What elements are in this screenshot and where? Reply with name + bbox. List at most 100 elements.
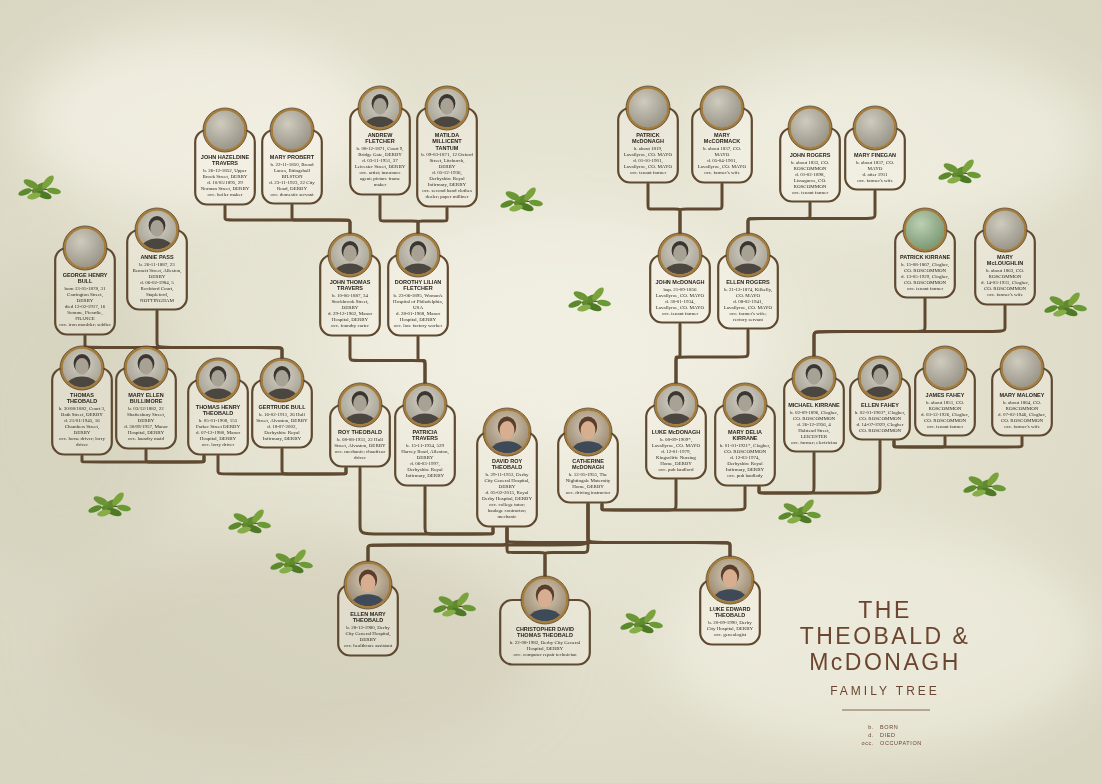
person-node: LUKE EDWARD THEOBALDb. 20-09-1990, Derby… bbox=[699, 557, 761, 646]
person-node: THOMAS THEOBALDb. 30/08/1882, Court 3, B… bbox=[51, 347, 113, 456]
leaf-cluster bbox=[567, 286, 611, 313]
cloud bbox=[20, 30, 380, 210]
portrait bbox=[701, 87, 743, 129]
vine-loop bbox=[417, 108, 477, 207]
person-text: b. 26-11-1887, 23 Bennett Street, Allest… bbox=[131, 262, 183, 280]
portrait-ring-edge bbox=[706, 556, 754, 604]
portrait-ring bbox=[660, 235, 701, 276]
person-text: occ. lorry driver bbox=[192, 442, 244, 448]
text-block: MARY McCORMACKb. about 1837, CO. MAYOd. … bbox=[691, 132, 753, 176]
portrait bbox=[707, 557, 753, 615]
portrait-ring bbox=[794, 358, 835, 399]
portrait-ring-edge bbox=[260, 358, 304, 402]
person-text: b. 30/08/1882, Court 3, Bath Street, DER… bbox=[56, 406, 108, 418]
portrait bbox=[522, 577, 568, 635]
person-text: ROY THEOBALD bbox=[334, 429, 386, 435]
portrait-ring-edge bbox=[203, 108, 247, 152]
portrait bbox=[271, 109, 313, 151]
cloud-texture bbox=[0, 30, 1100, 760]
leaf-cluster bbox=[962, 471, 1006, 498]
vine-connector bbox=[545, 504, 588, 577]
cloud bbox=[60, 540, 540, 760]
vine-loop bbox=[116, 368, 176, 449]
person-text: d. 29-12-1962, Manor Hospital, DERBY bbox=[324, 311, 376, 323]
person-text: b. 01-01-1921*, Clogher, CO. ROSCOMMON bbox=[719, 443, 771, 455]
person-text: b. about 1837, CO. MAYO bbox=[849, 160, 901, 172]
person-text: b. 08-12-1871, Court 9, Bridge Gate, DER… bbox=[354, 146, 406, 158]
person-text: DOROTHY LILIAN FLETCHER bbox=[392, 279, 444, 292]
portrait-ring-edge bbox=[196, 358, 240, 402]
title-rule bbox=[842, 710, 930, 711]
portrait-ring-edge bbox=[923, 346, 967, 390]
person-text: d. 10/05/1895, 29 Norman Street, DERBY bbox=[199, 180, 251, 192]
person-text: b. 28-12-1980, Derby City General Hospit… bbox=[342, 625, 394, 643]
portrait-ring-edge bbox=[344, 561, 392, 609]
person-text: occ. college tutor; haulage contractor; … bbox=[481, 502, 533, 520]
portrait bbox=[627, 87, 669, 129]
person-text: d. 30/09/1957, Manor Hospital, DERBY bbox=[120, 424, 172, 436]
portrait-ring bbox=[198, 360, 239, 401]
portrait-face bbox=[538, 589, 553, 607]
person-text: b. 15-08-1867, Clogher, CO. ROSCOMMON bbox=[899, 262, 951, 274]
text-block: PATRICK McDONAGHb. about 1819, Lavallyro… bbox=[617, 132, 679, 176]
person-text: d. 05-04-1901, Lavallyroe, CO. MAYO bbox=[696, 158, 748, 170]
person-text: occ. farmer; electrician bbox=[788, 440, 840, 446]
portrait-ground bbox=[1001, 347, 1043, 389]
portrait bbox=[854, 107, 896, 149]
person-text: THOMAS THEOBALD bbox=[56, 392, 108, 405]
person-text: b. 03/12/1882, 22 Shaftesbury Street, DE… bbox=[120, 406, 172, 424]
person-text: bap. 21-09-1856 Lavallyroe, CO. MAYO bbox=[654, 287, 706, 299]
person-text: d. 08-02-1941, Lavallyroe, CO. MAYO bbox=[722, 299, 774, 311]
person-text: occ. artist; insurance agent; picture fr… bbox=[354, 170, 406, 188]
person-text: d. 06-02-1984, 5 Rockford Court, Staplef… bbox=[131, 280, 183, 304]
person-text: d. 26-12-1956, 4 Halstead Street, LEICES… bbox=[788, 422, 840, 440]
portrait-ring bbox=[330, 235, 371, 276]
portrait-frame bbox=[557, 409, 619, 504]
cloud bbox=[340, 210, 780, 450]
person-text: ELLEN MARY THEOBALD bbox=[342, 611, 394, 624]
person-text: CHRISTOPHER DAVID THOMAS THEOBALD bbox=[504, 626, 586, 639]
person-text: MARY PROBERT bbox=[266, 154, 318, 160]
leaf-cluster bbox=[432, 591, 476, 618]
person-text: occ. horse driver; lorry driver bbox=[56, 436, 108, 448]
person-node: DAVID ROY THEOBALDb. 29-11-1953, Derby C… bbox=[476, 409, 538, 528]
person-text: occ. pub landlady bbox=[719, 473, 771, 479]
person-node: MARY ELLEN BULLIMOREb. 03/12/1882, 22 Sh… bbox=[115, 347, 177, 450]
portrait-face bbox=[807, 368, 820, 385]
text-block: ELLEN MARY THEOBALDb. 28-12-1980, Derby … bbox=[337, 611, 399, 649]
portrait-ring bbox=[855, 108, 896, 149]
person-text: LUKE McDONAGH bbox=[650, 429, 702, 435]
portrait-ring-edge bbox=[983, 208, 1027, 252]
portrait-ring bbox=[728, 235, 769, 276]
vine-loop bbox=[850, 378, 910, 440]
vine-connector bbox=[350, 337, 425, 384]
text-block: MICHAEL KIRRANEb. 02-09-1896, Clogher, C… bbox=[783, 402, 845, 446]
text-block: MARY ELLEN BULLIMOREb. 03/12/1882, 22 Sh… bbox=[115, 392, 177, 442]
person-text: occ. healthcare assistant bbox=[342, 643, 394, 649]
vine-loop bbox=[52, 368, 112, 455]
portrait-face bbox=[353, 395, 366, 412]
person-text: DAVID ROY THEOBALD bbox=[481, 458, 533, 471]
portrait-ground bbox=[701, 87, 743, 129]
person-text: born 13-05-1878, 31 Carrington Street, D… bbox=[59, 286, 111, 304]
leaf-cluster bbox=[1043, 291, 1087, 318]
person-text: d. 03-11-1951, 37 Leicester Street, DERB… bbox=[354, 158, 406, 170]
person-text: d. 05-02-2015, Royal Derby Hospital, DER… bbox=[481, 490, 533, 502]
text-block: ELLEN ROGERSb. 21-12-1874, Kilkelly, CO.… bbox=[717, 279, 779, 323]
portrait-ground bbox=[204, 109, 246, 151]
text-block: THOMAS HENRY THEOBALDb. 05-01-1908, 155 … bbox=[187, 404, 249, 448]
portrait-ring-edge bbox=[792, 356, 836, 400]
portrait-ring bbox=[925, 348, 966, 389]
portrait-face bbox=[275, 370, 288, 387]
person-text: b. about 1819, Lavallyroe, CO. MAYO bbox=[622, 146, 674, 158]
portrait bbox=[655, 384, 697, 437]
text-block: MARY DELIA KIRRANEb. 01-01-1921*, Cloghe… bbox=[714, 429, 776, 479]
portrait-face bbox=[581, 421, 596, 439]
person-text: occ. pub landlord bbox=[650, 467, 702, 473]
portrait-ring-edge bbox=[396, 233, 440, 277]
person-node: MARY McLOUGHLINb. about 1863, CO. ROSCOM… bbox=[974, 209, 1036, 306]
person-text: occ. mechanic; chauffeur driver bbox=[334, 449, 386, 461]
portrait-ring-edge bbox=[483, 408, 531, 456]
portrait-ring bbox=[708, 558, 753, 603]
person-node: CATHERINE McDONAGHb. 12-05-1955, The Nig… bbox=[557, 409, 619, 504]
